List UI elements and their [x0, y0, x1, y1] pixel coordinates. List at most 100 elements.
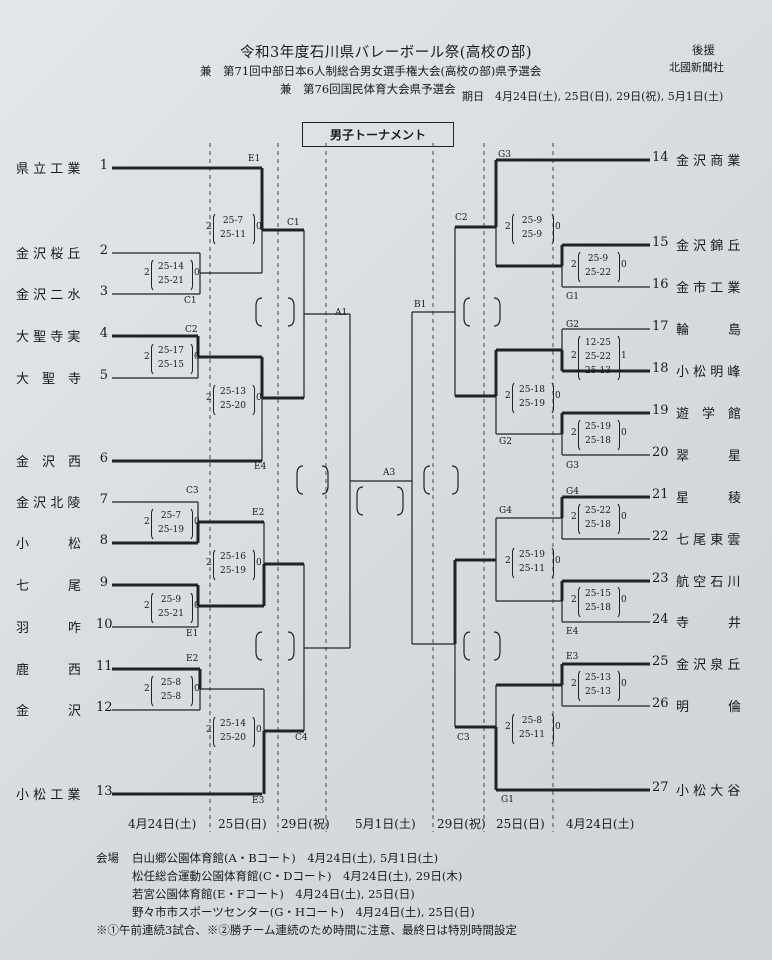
team-seed: 1: [99, 158, 108, 173]
score-bracket: [512, 381, 554, 415]
team-seed: 8: [99, 533, 108, 548]
sets-won: 2: [571, 595, 577, 605]
tournament-title-box: 男子トーナメント: [302, 122, 454, 147]
score-bracket: [578, 502, 620, 536]
set-score: 25-19: [519, 399, 545, 409]
team-name: 金 沢: [16, 704, 82, 719]
team-seed: 24: [652, 612, 669, 627]
set-score: 25-8: [160, 678, 182, 688]
set-score: 25-19: [585, 422, 611, 432]
set-score: 25-21: [158, 276, 184, 286]
date-label: 4月24日(土): [128, 817, 197, 831]
set-score: 25-9: [521, 230, 543, 240]
set-score: 25-8: [521, 716, 543, 726]
score-bracket: [213, 383, 255, 417]
set-score: 25-7: [222, 216, 244, 226]
team-name: 七 尾 東 雲: [676, 533, 741, 548]
score-bracket: [213, 212, 255, 246]
sets-lost: 0: [555, 222, 561, 232]
score-bracket: [151, 674, 193, 708]
court-label: C1: [184, 296, 197, 306]
team-name: 七 尾: [16, 579, 82, 594]
document-title: 令和3年度石川県バレーボール祭(高校の部): [239, 45, 533, 61]
score-bracket: [213, 548, 255, 582]
sets-won: 2: [144, 601, 150, 611]
team-seed: 12: [96, 700, 113, 715]
set-score: 25-18: [519, 385, 545, 395]
team-seed: 23: [652, 571, 669, 586]
score-bracket: [512, 546, 554, 580]
sponsor-name: 北國新聞社: [669, 61, 724, 74]
team-name: 金 市 工 業: [676, 281, 741, 296]
court-label: G4: [566, 487, 579, 497]
date-label: 29日(祝): [281, 817, 330, 831]
left-bracket: [112, 166, 381, 796]
court-label: A3: [383, 468, 396, 478]
set-score: 25-18: [585, 520, 611, 530]
sets-won: 2: [206, 558, 212, 568]
set-score: 25-20: [220, 733, 246, 743]
score-bracket: [151, 507, 193, 541]
sets-lost: 1: [621, 351, 627, 361]
team-seed: 19: [652, 403, 669, 418]
court-label: G2: [566, 320, 579, 330]
team-name: 金 沢 泉 丘: [676, 658, 741, 673]
court-label: C2: [455, 213, 468, 223]
score-bracket: [578, 585, 620, 619]
court-label: E4: [254, 462, 267, 472]
court-label: E2: [186, 654, 199, 664]
team-name: 航 空 石 川: [676, 575, 741, 590]
date-label: 5月1日(土): [355, 817, 416, 831]
set-score: 25-22: [585, 352, 611, 362]
team-name: 県 立 工 業: [16, 162, 81, 177]
sets-lost: 0: [256, 393, 262, 403]
sets-won: 2: [144, 268, 150, 278]
team-seed: 20: [652, 445, 669, 460]
team-name: 小 松 大 谷: [676, 784, 741, 799]
court-label: E3: [252, 796, 265, 806]
team-name: 金 沢 商 業: [676, 154, 741, 169]
date-label: 29日(祝): [437, 817, 486, 831]
tournament-title: 男子トーナメント: [329, 128, 426, 142]
court-label: E3: [566, 652, 579, 662]
set-score: 25-18: [585, 603, 611, 613]
score-bracket: [512, 212, 554, 246]
sets-lost: 0: [256, 558, 262, 568]
set-score: 25-16: [220, 552, 246, 562]
team-name: 星 稜: [676, 491, 742, 506]
team-seed: 21: [652, 487, 669, 502]
set-score: 25-19: [519, 550, 545, 560]
team-name: 金 沢 西: [16, 455, 82, 470]
sponsor-label: 後援: [692, 43, 715, 57]
sets-won: 2: [505, 556, 511, 566]
court-label: G3: [566, 461, 579, 471]
set-score: 25-9: [521, 216, 543, 226]
sets-won: 2: [505, 391, 511, 401]
sets-won: 2: [206, 393, 212, 403]
team-name: 遊 学 館: [676, 407, 742, 422]
team-seed: 18: [652, 361, 669, 376]
set-score: 25-15: [585, 589, 611, 599]
subtitle-line-2: 兼 第76回国民体育大会県予選会: [280, 82, 456, 96]
team-name: 輪 島: [676, 323, 742, 338]
team-name: 羽 咋: [16, 621, 82, 636]
sets-won: 2: [144, 352, 150, 362]
set-score: 25-22: [585, 506, 611, 516]
team-name: 金 沢 北 陵: [16, 496, 81, 511]
set-score: 25-9: [160, 595, 182, 605]
sets-won: 2: [505, 722, 511, 732]
team-seed: 14: [652, 150, 669, 165]
subtitle-line-1: 兼 第71回中部日本6人制総合男女選手権大会(高校の部)県予選会: [200, 64, 542, 78]
